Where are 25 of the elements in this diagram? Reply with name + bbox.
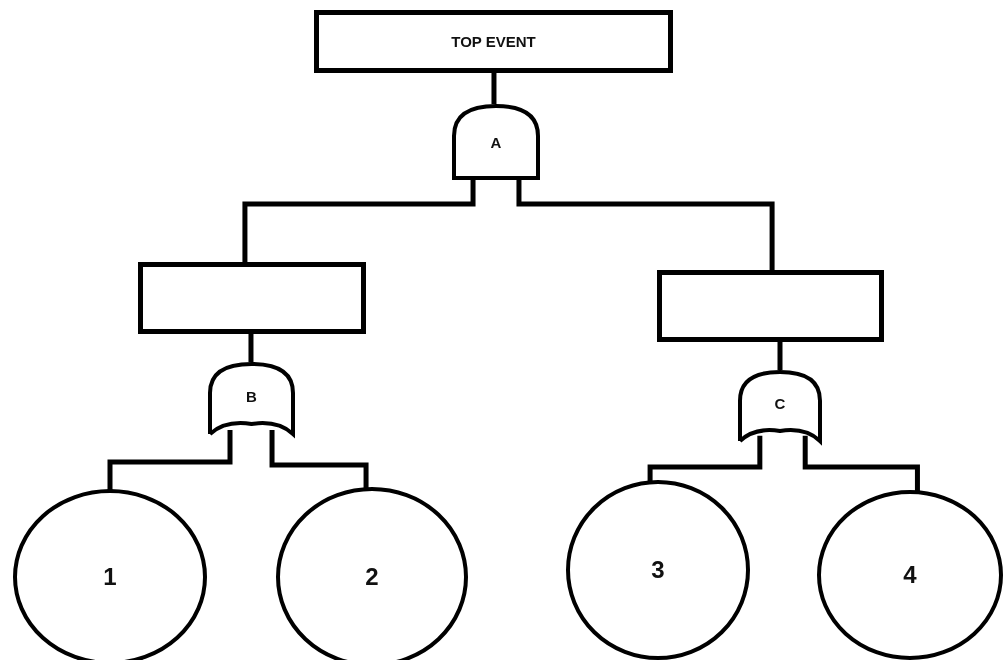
basic-event-circle bbox=[566, 480, 750, 660]
connector-line bbox=[269, 430, 369, 489]
gate-label: C bbox=[774, 395, 786, 412]
connector-line bbox=[802, 435, 920, 492]
gate-label: A bbox=[490, 133, 502, 151]
connector-line bbox=[777, 339, 783, 370]
event-box bbox=[138, 262, 366, 334]
or-gate bbox=[738, 370, 822, 443]
basic-event-circle bbox=[817, 490, 1003, 660]
event-box bbox=[314, 10, 673, 73]
connector-line bbox=[242, 180, 476, 262]
connector-line bbox=[647, 435, 763, 482]
gate-label: B bbox=[246, 387, 257, 405]
event-number: 1 bbox=[103, 563, 117, 591]
and-gate bbox=[452, 104, 540, 180]
event-box bbox=[657, 270, 884, 342]
connector-line bbox=[248, 331, 254, 362]
event-label: TOP EVENT bbox=[451, 33, 536, 50]
connector-line bbox=[516, 180, 775, 270]
or-gate bbox=[208, 362, 295, 436]
event-number: 3 bbox=[651, 556, 665, 584]
connector-line bbox=[491, 70, 497, 104]
event-number: 4 bbox=[903, 561, 917, 589]
connector-line bbox=[107, 430, 233, 490]
event-number: 2 bbox=[365, 563, 379, 591]
